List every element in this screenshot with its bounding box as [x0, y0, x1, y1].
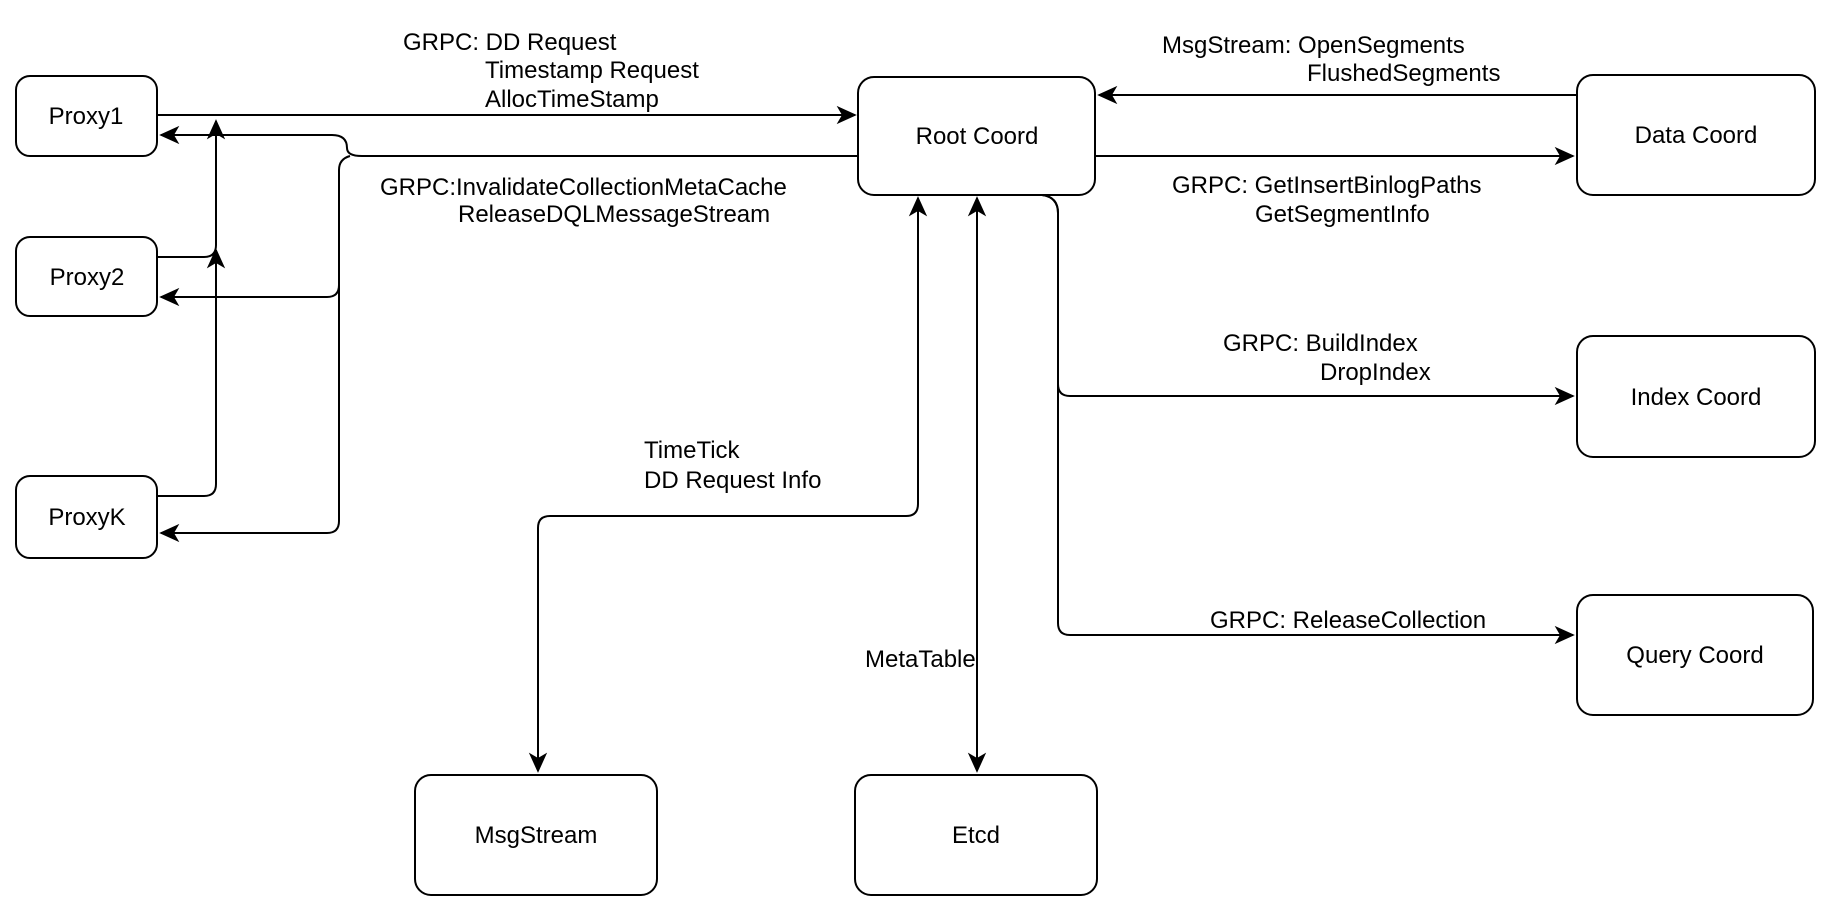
node-data-coord-box [1576, 74, 1816, 196]
edge-label-data-to-root: MsgStream: OpenSegments FlushedSegments [1162, 32, 1500, 87]
edge-label-root-to-proxies: GRPC:InvalidateCollectionMetaCache Relea… [380, 174, 787, 228]
edge-rootcoord-to-proxy1 [159, 125, 858, 157]
edge-label-root-to-msgstream: TimeTick DD Request Info [644, 437, 821, 494]
edge-label-line: Timestamp Request [485, 57, 699, 84]
node-proxy2-label: Proxy2 [50, 264, 125, 291]
edge-label-line: ReleaseDQLMessageStream [458, 201, 770, 228]
node-proxy1: Proxy1 [15, 75, 158, 157]
edge-label-line: AllocTimeStamp [485, 86, 659, 113]
node-query-coord: Query Coord [1576, 594, 1814, 716]
edge-label-proxies-to-root: GRPC: DD Request Timestamp Request Alloc… [403, 29, 699, 113]
edge-proxy2-merge-up [157, 119, 226, 258]
node-proxyk-label: ProxyK [48, 504, 125, 531]
node-index-coord-label: Index Coord [1631, 384, 1762, 411]
node-proxy2: Proxy2 [15, 236, 158, 317]
node-data-coord: Data Coord [1576, 74, 1816, 196]
edge-label-line: MetaTable [865, 646, 976, 673]
edge-label-root-to-index: GRPC: BuildIndex DropIndex [1223, 330, 1431, 386]
edge-label-root-to-data: GRPC: GetInsertBinlogPaths GetSegmentInf… [1172, 172, 1481, 228]
node-msgstream-label: MsgStream [475, 822, 598, 849]
edge-label-line: GRPC:InvalidateCollectionMetaCache [380, 174, 787, 201]
edge-label-line: GRPC: ReleaseCollection [1210, 607, 1486, 634]
node-root-coord-box [857, 76, 1096, 196]
edge-rootcoord-to-proxy2 [159, 284, 340, 307]
edge-label-root-to-query: GRPC: ReleaseCollection [1210, 607, 1486, 634]
node-root-coord: Root Coord [857, 76, 1096, 196]
edge-label-line: GRPC: DD Request [403, 29, 617, 56]
node-index-coord-box [1576, 335, 1816, 458]
edge-label-line: TimeTick [644, 437, 741, 464]
node-root-coord-label: Root Coord [916, 123, 1039, 150]
node-proxy2-box [15, 236, 158, 317]
edge-label-line: GRPC: BuildIndex [1223, 330, 1418, 357]
node-proxyk-box [15, 475, 158, 559]
node-proxy1-label: Proxy1 [49, 103, 124, 130]
edge-label-line: DD Request Info [644, 467, 821, 494]
edge-label-line: MsgStream: OpenSegments [1162, 32, 1465, 59]
edge-rootcoord-to-msgstream [528, 196, 928, 773]
edge-proxyk-merge-up [157, 248, 226, 497]
edge-label-line: DropIndex [1320, 359, 1431, 386]
node-data-coord-label: Data Coord [1635, 122, 1758, 149]
node-index-coord: Index Coord [1576, 335, 1816, 458]
node-proxyk: ProxyK [15, 475, 158, 559]
edge-rootcoord-to-proxies-trunk [338, 155, 351, 521]
node-query-coord-box [1576, 594, 1814, 716]
node-msgstream-box [414, 774, 658, 896]
edge-label-line: FlushedSegments [1307, 60, 1500, 87]
edge-label-root-to-etcd: MetaTable [865, 646, 976, 673]
edge-rootcoord-to-querycoord [1041, 194, 1575, 645]
node-proxy1-box [15, 75, 158, 157]
edge-label-line: GRPC: GetInsertBinlogPaths [1172, 172, 1481, 199]
node-msgstream: MsgStream [414, 774, 658, 896]
edge-rootcoord-to-proxyk [159, 520, 340, 543]
node-query-coord-label: Query Coord [1626, 642, 1763, 669]
edge-label-line: GetSegmentInfo [1255, 201, 1430, 228]
node-etcd-box [854, 774, 1098, 896]
node-etcd-label: Etcd [952, 822, 1000, 849]
node-etcd: Etcd [854, 774, 1098, 896]
